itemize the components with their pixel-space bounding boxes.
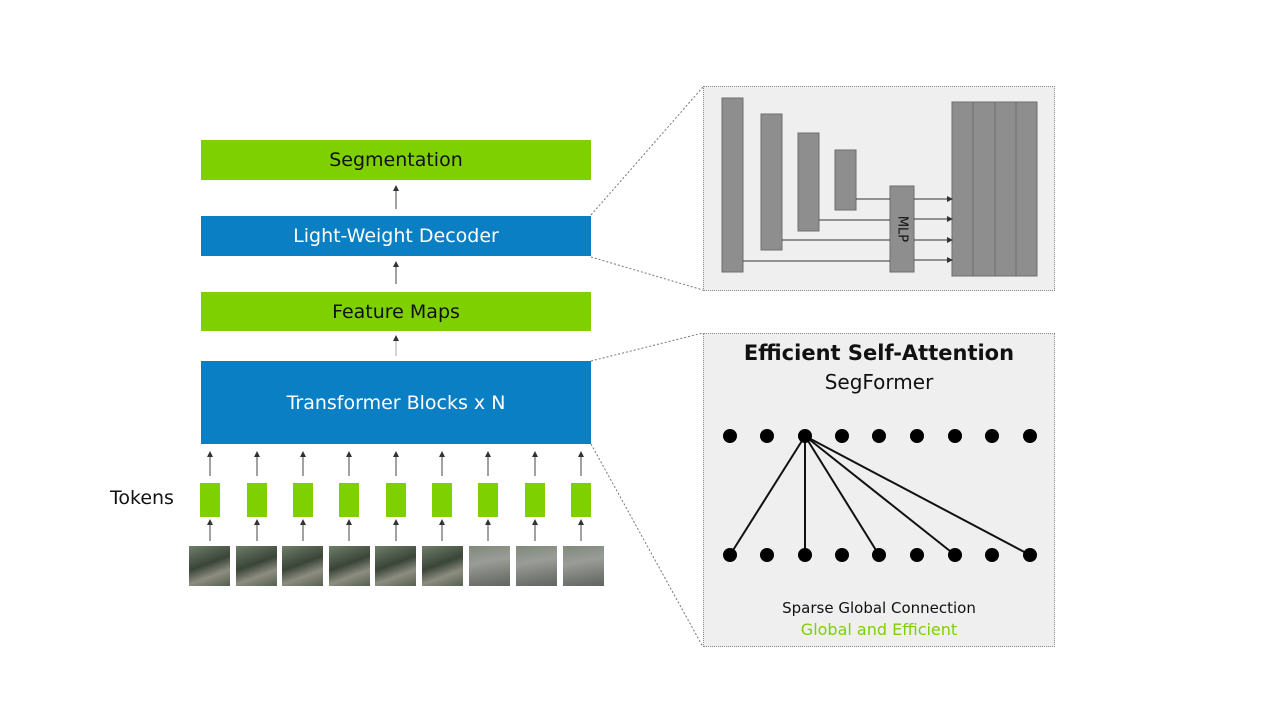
decoder-connections: [743, 196, 953, 263]
attention-caption: Sparse Global Connection: [782, 599, 976, 617]
attention-node: [948, 429, 962, 443]
image-patch: [282, 546, 323, 586]
attention-title: Efficient Self-Attention: [743, 341, 1015, 365]
image-patch: [516, 546, 557, 586]
token-block: [339, 483, 359, 517]
output-bar: [972, 101, 996, 277]
token-block: [247, 483, 267, 517]
attention-node: [835, 429, 849, 443]
attention-node: [948, 548, 962, 562]
attention-panel: [703, 333, 1055, 647]
attention-node: [835, 548, 849, 562]
attention-node: [760, 548, 774, 562]
image-patch: [469, 546, 510, 586]
attention-node: [910, 429, 924, 443]
token-block: [478, 483, 498, 517]
attention-node: [798, 429, 812, 443]
connector-line: [590, 332, 704, 362]
attention-node: [872, 429, 886, 443]
attention-edge: [804, 435, 956, 556]
attention-node: [723, 548, 737, 562]
decoder-box: Light-Weight Decoder: [201, 216, 591, 256]
attention-node: [985, 429, 999, 443]
token-block: [200, 483, 220, 517]
attention-edges: [729, 435, 1031, 556]
attention-edge: [729, 435, 806, 556]
decoder-label: Light-Weight Decoder: [293, 225, 499, 247]
feature-maps-box: Feature Maps: [201, 292, 591, 331]
image-patch: [375, 546, 416, 586]
image-patch: [329, 546, 370, 586]
image-patch: [563, 546, 604, 586]
attention-node: [872, 548, 886, 562]
token-block: [571, 483, 591, 517]
token-block: [432, 483, 452, 517]
attention-node: [723, 429, 737, 443]
attention-caption-highlight: Global and Efficient: [800, 620, 958, 639]
feature-bar: [760, 113, 783, 251]
feature-maps-label: Feature Maps: [332, 300, 460, 323]
connector-line: [590, 443, 704, 648]
mlp-label: MLP: [895, 216, 910, 242]
token-block: [293, 483, 313, 517]
image-patch: [236, 546, 277, 586]
segmentation-box: Segmentation: [201, 140, 591, 180]
attention-edge: [804, 435, 1031, 556]
attention-node: [910, 548, 924, 562]
image-patch: [422, 546, 463, 586]
attention-node: [760, 429, 774, 443]
image-patch: [189, 546, 230, 586]
token-block: [525, 483, 545, 517]
tokens-label: Tokens: [110, 487, 174, 509]
attention-edge: [804, 435, 880, 556]
output-bar: [951, 101, 974, 277]
output-bar: [1015, 101, 1038, 277]
connector-line: [590, 256, 704, 291]
mlp-block: [889, 185, 915, 273]
transformer-box: Transformer Blocks x N: [201, 361, 591, 444]
connector-line: [590, 86, 704, 216]
token-block: [386, 483, 406, 517]
feature-bar: [797, 132, 820, 232]
attention-node: [1023, 548, 1037, 562]
attention-subtitle: SegFormer: [824, 370, 934, 394]
transformer-label: Transformer Blocks x N: [286, 391, 506, 414]
segmentation-label: Segmentation: [329, 149, 463, 171]
attention-nodes: [723, 429, 1037, 562]
feature-bar: [721, 97, 744, 273]
feature-bar: [834, 149, 857, 211]
attention-node: [798, 548, 812, 562]
token-arrows: [207, 451, 584, 541]
attention-node: [1023, 429, 1037, 443]
decoder-diagram: [721, 97, 1038, 277]
attention-node: [985, 548, 999, 562]
output-bar: [994, 101, 1017, 277]
